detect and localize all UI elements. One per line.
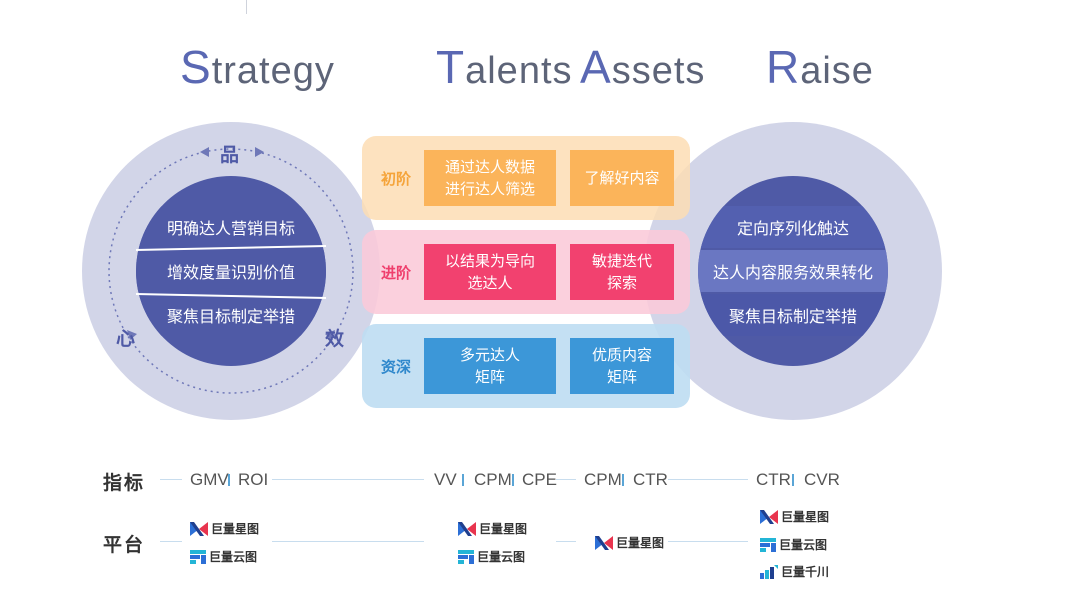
metric-cvr: CVR (804, 470, 840, 489)
metrics-line (668, 479, 748, 480)
stage-expert-box-1: 多元达人 矩阵 (424, 338, 556, 394)
left-item-3: 聚焦目标制定举措 (136, 294, 326, 336)
left-dotted-cycle (108, 147, 354, 394)
logo-yuntu: 巨量云图 (190, 548, 257, 565)
logo-xingtu: 巨量星图 (760, 508, 829, 525)
stage-panel-advanced: 进阶 以结果为导向 选达人 敏捷迭代 探索 (362, 230, 690, 314)
stage-basic-box-1: 通过达人数据 进行达人筛选 (424, 150, 556, 206)
metric-cpe: CPE (522, 470, 557, 489)
platform-line (272, 541, 424, 542)
stage-label-basic: 初阶 (380, 170, 411, 188)
stage-advanced-box-2: 敏捷迭代 探索 (570, 244, 674, 300)
stage-panel-basic: 初阶 通过达人数据 进行达人筛选 了解好内容 (362, 136, 690, 220)
char-pin: 品 (220, 144, 240, 166)
yuntu-icon (760, 537, 776, 552)
right-item-2: 达人内容服务效果转化 (698, 250, 888, 292)
logo-yuntu: 巨量云图 (458, 548, 525, 565)
xingtu-icon (458, 521, 476, 536)
metric-separator (792, 474, 794, 486)
metrics-line (556, 479, 576, 480)
metrics-line (160, 479, 182, 480)
metric-ctr-2: CTR (756, 470, 791, 489)
metric-separator (512, 474, 514, 486)
logo-xingtu: 巨量星图 (458, 520, 527, 537)
stage-expert-box-2: 优质内容 矩阵 (570, 338, 674, 394)
left-item-1: 明确达人营销目标 (136, 206, 326, 248)
metric-gmv: GMV (190, 470, 229, 489)
yuntu-icon (458, 549, 474, 564)
logo-xingtu: 巨量星图 (595, 534, 664, 551)
metric-cpm-2: CPM (584, 470, 622, 489)
qianchuan-icon (760, 564, 778, 579)
right-item-1: 定向序列化触达 (698, 206, 888, 248)
right-item-3: 聚焦目标制定举措 (698, 294, 888, 336)
left-item-2: 增效度量识别价值 (136, 250, 326, 292)
yuntu-icon (190, 549, 206, 564)
metric-separator (462, 474, 464, 486)
stage-label-advanced: 进阶 (380, 264, 411, 282)
metric-ctr: CTR (633, 470, 668, 489)
xingtu-icon (760, 509, 778, 524)
stage-basic-box-2: 了解好内容 (570, 150, 674, 206)
xingtu-icon (595, 535, 613, 550)
metric-roi: ROI (238, 470, 269, 489)
metric-cpm: CPM (474, 470, 512, 489)
platform-line (668, 541, 748, 542)
left-inner-circle: 明确达人营销目标 增效度量识别价值 聚焦目标制定举措 (136, 176, 326, 366)
metrics-line (272, 479, 424, 480)
metric-separator (622, 474, 624, 486)
platform-row-label: 平台 (103, 534, 146, 556)
logo-qianchuan: 巨量千川 (760, 563, 829, 580)
stage-advanced-box-1: 以结果为导向 选达人 (424, 244, 556, 300)
heading-strategy: Strategy (180, 41, 335, 93)
metrics-row-label: 指标 (103, 472, 146, 494)
metric-separator (228, 474, 230, 486)
metric-vv: VV (434, 470, 457, 489)
heading-talents: Talents (436, 41, 573, 93)
logo-xingtu: 巨量星图 (190, 520, 259, 537)
top-divider-line (246, 0, 247, 14)
stage-panel-expert: 资深 多元达人 矩阵 优质内容 矩阵 (362, 324, 690, 408)
stage-label-expert: 资深 (380, 358, 411, 376)
xingtu-icon (190, 521, 208, 536)
char-xiao: 效 (325, 328, 345, 350)
char-xin: 心 (116, 328, 136, 350)
logo-yuntu: 巨量云图 (760, 536, 827, 553)
platform-line (556, 541, 576, 542)
platform-line (160, 541, 182, 542)
right-inner-circle: 定向序列化触达 达人内容服务效果转化 聚焦目标制定举措 (698, 176, 888, 366)
heading-assets: Assets (580, 41, 706, 93)
left-band-separators (136, 245, 326, 299)
heading-raise: Raise (766, 41, 874, 93)
